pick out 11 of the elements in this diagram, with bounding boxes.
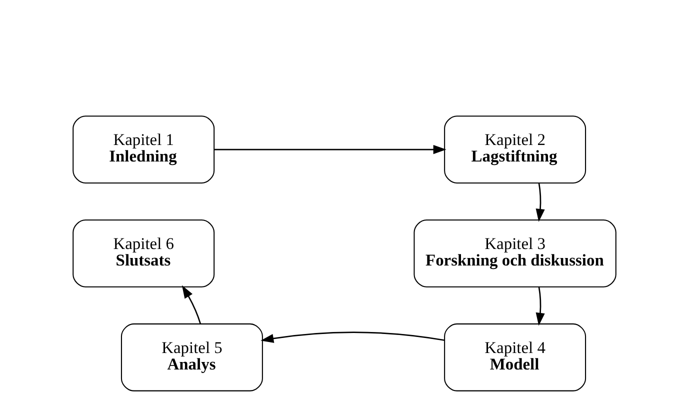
arrow bbox=[536, 182, 545, 222]
node-box: Kapitel 2 Lagstiftning bbox=[444, 116, 586, 184]
arrow bbox=[260, 332, 445, 343]
arrow bbox=[214, 145, 446, 154]
arrow bbox=[536, 286, 545, 326]
node-box: Kapitel 5 Analys bbox=[120, 323, 263, 392]
node-box: Kapitel 3 Forskning och diskussion bbox=[414, 220, 616, 288]
arrow bbox=[182, 285, 202, 324]
node-box: Kapitel 1 Inledning bbox=[72, 116, 215, 184]
node-box: Kapitel 6 Slutsats bbox=[72, 220, 215, 288]
node-box: Kapitel 4 Modell bbox=[444, 323, 586, 392]
